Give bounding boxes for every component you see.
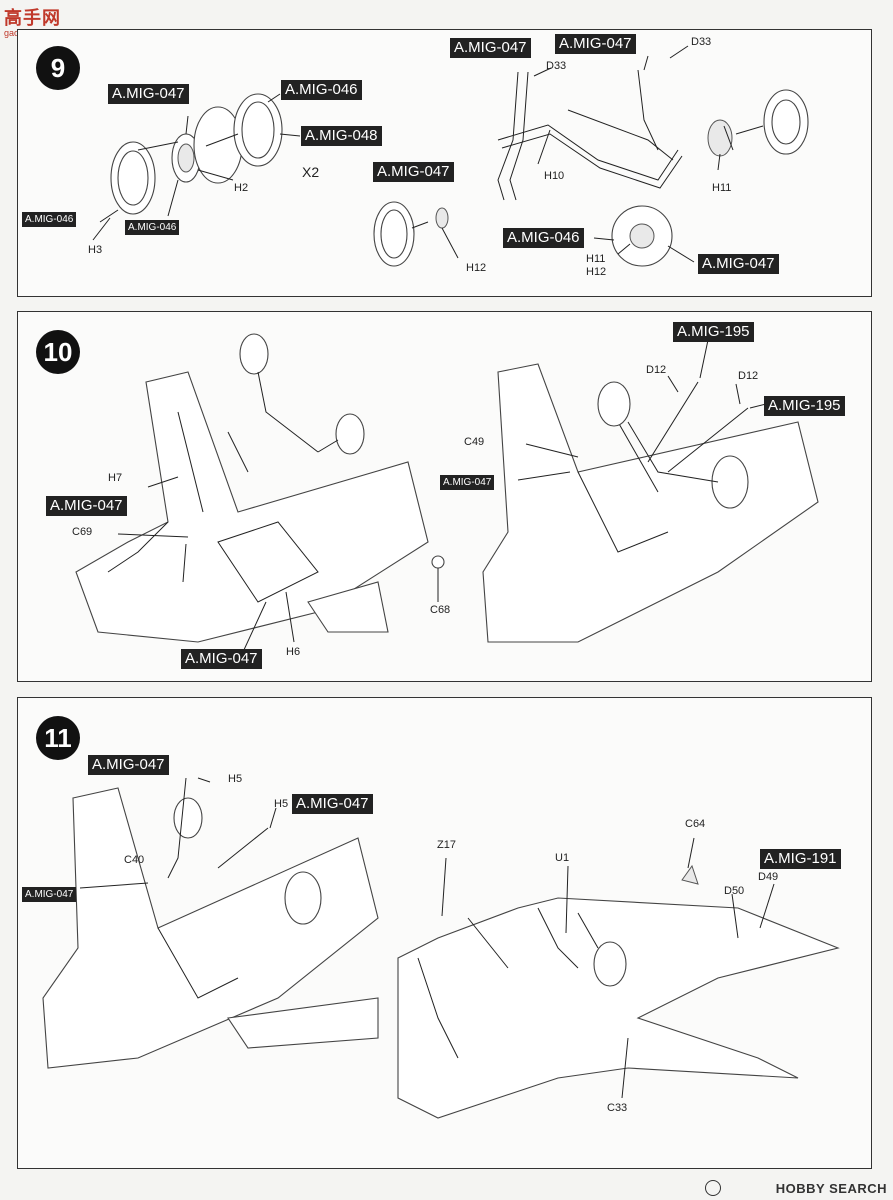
step-11-part-9: C33 <box>607 1102 628 1114</box>
step-10-callout-2: A.MIG-047 <box>181 649 262 669</box>
step-10-part-6: D12 <box>738 370 759 382</box>
step-10-part-2: C69 <box>72 526 93 538</box>
step-10-callout-5: A.MIG-047 <box>440 475 495 490</box>
step-11-part-7: D49 <box>758 871 779 883</box>
step-10-callout-4: A.MIG-195 <box>764 396 845 416</box>
step-11-part-3: C40 <box>124 854 145 866</box>
step-9-part-4: H12 <box>466 262 487 274</box>
step-9-drawing <box>92 45 809 267</box>
step-9-number: 9 <box>36 46 80 90</box>
step-9-callout-5: A.MIG-046 <box>125 220 180 235</box>
step-9-part-1: H2 <box>234 182 249 194</box>
step-9-callout-8: A.MIG-047 <box>555 34 636 54</box>
step-9-quantity: X2 <box>302 164 320 180</box>
step-9-part-8: H11 <box>712 182 732 194</box>
step-10-callout-3: A.MIG-195 <box>673 322 754 342</box>
step-9-callout-6: A.MIG-047 <box>373 162 454 182</box>
step-11-panel: 11 A.MIG-047 A.MIG-047 A.MIG-047 A.MIG-1… <box>17 697 872 1169</box>
step-10-part-7: C49 <box>464 436 485 448</box>
step-11-part-8: D50 <box>724 885 745 897</box>
step-11-callout-4: A.MIG-191 <box>760 849 841 869</box>
step-10-drawing <box>75 333 819 653</box>
step-10-part-5: D12 <box>646 364 667 376</box>
hobby-search-logo-icon <box>705 1180 721 1196</box>
watermark-title: 高手网 <box>4 8 61 28</box>
step-9-part-2: H3 <box>88 244 103 256</box>
step-10-part-4: C68 <box>430 604 451 616</box>
step-9-callout-10: A.MIG-047 <box>698 254 779 274</box>
step-9-callout-4: A.MIG-046 <box>22 212 77 227</box>
step-9-callout-3: A.MIG-048 <box>301 126 382 146</box>
step-11-callout-1: A.MIG-047 <box>88 755 169 775</box>
step-10-callout-1: A.MIG-047 <box>46 496 127 516</box>
step-11-number: 11 <box>36 716 80 760</box>
step-11-part-5: U1 <box>555 852 570 864</box>
step-9-panel: 9 A.MIG-047 A.MIG-046 A.MIG-048 A.MIG-04… <box>17 29 872 297</box>
step-9-part-10: H12 <box>586 266 607 278</box>
step-10-part-3: H6 <box>286 646 301 658</box>
step-11-callout-3: A.MIG-047 <box>22 887 77 902</box>
step-10-part-1: H7 <box>108 472 123 484</box>
step-11-part-4: Z17 <box>437 839 456 851</box>
step-9-part-7: H10 <box>544 170 565 182</box>
step-9-callout-2: A.MIG-046 <box>281 80 362 100</box>
step-11-part-6: C64 <box>685 818 706 830</box>
footer-brand: HOBBY SEARCH <box>775 1181 887 1196</box>
step-9-part-5: D33 <box>546 60 567 72</box>
step-9-callout-9: A.MIG-046 <box>503 228 584 248</box>
step-10-panel: 10 A.MIG-047 A.MIG-047 A.MIG-195 A.MIG-1… <box>17 311 872 682</box>
step-11-part-2: H5 <box>274 798 289 810</box>
step-9-callout-7: A.MIG-047 <box>450 38 531 58</box>
step-9-callout-1: A.MIG-047 <box>108 84 189 104</box>
step-10-number: 10 <box>36 330 80 374</box>
step-11-part-1: H5 <box>228 773 243 785</box>
step-9-part-9: H11 <box>586 253 606 265</box>
step-9-part-6: D33 <box>691 36 712 48</box>
step-11-drawing <box>42 777 840 1119</box>
step-11-callout-2: A.MIG-047 <box>292 794 373 814</box>
